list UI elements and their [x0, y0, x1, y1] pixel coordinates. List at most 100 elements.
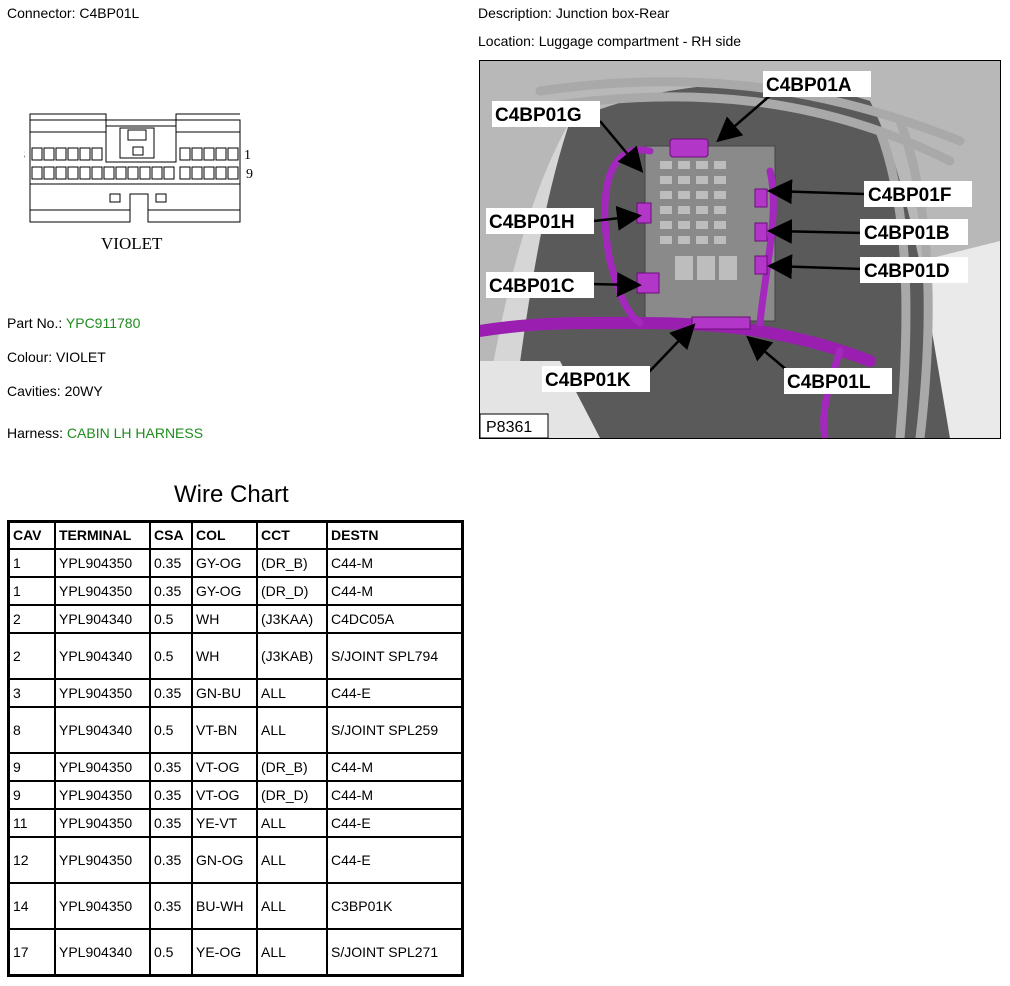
cavities-line: Cavities: 20WY [7, 383, 103, 399]
pin-right-top-number: 1 [244, 148, 251, 163]
cell-cav: 1 [7, 548, 56, 578]
cell-cav: 8 [7, 706, 56, 754]
cell-destn: C4DC05A [326, 604, 464, 634]
cell-cct: ALL [256, 882, 328, 930]
cell-csa: 0.35 [149, 780, 193, 810]
cell-cav: 11 [7, 808, 56, 838]
cell-col: GY-OG [191, 548, 258, 578]
cell-destn: S/JOINT SPL259 [326, 706, 464, 754]
cell-destn: C44-E [326, 836, 464, 884]
cell-col: WH [191, 604, 258, 634]
description-value: Junction box-Rear [555, 5, 670, 21]
cell-col: BU-WH [191, 882, 258, 930]
callout-c4bp01c: C4BP01C [489, 276, 575, 297]
cell-terminal: YPL904350 [54, 780, 151, 810]
cell-terminal: YPL904350 [54, 808, 151, 838]
cell-csa: 0.35 [149, 752, 193, 782]
header-cct: CCT [256, 520, 328, 550]
location-line: Location: Luggage compartment - RH side [478, 33, 741, 49]
cell-cct: (J3KAB) [256, 632, 328, 680]
cell-col: YE-OG [191, 928, 258, 977]
cell-col: GY-OG [191, 576, 258, 606]
header-csa: CSA [149, 520, 193, 550]
cell-destn: C44-M [326, 780, 464, 810]
part-number-label: Part No.: [7, 315, 63, 331]
cell-destn: C44-M [326, 576, 464, 606]
cell-col: YE-VT [191, 808, 258, 838]
location-photo: C4BP01A C4BP01G C4BP01F C4BP01H C4BP01B … [479, 60, 1001, 439]
cell-cav: 12 [7, 836, 56, 884]
cell-cct: (DR_B) [256, 548, 328, 578]
part-number-line: Part No.: YPC911780 [7, 315, 140, 331]
cell-csa: 0.5 [149, 604, 193, 634]
cell-csa: 0.5 [149, 632, 193, 680]
cell-cct: (J3KAA) [256, 604, 328, 634]
cell-destn: C44-E [326, 678, 464, 708]
cell-csa: 0.35 [149, 836, 193, 884]
pin-right-bottom-number: 9 [246, 167, 253, 182]
cell-destn: S/JOINT SPL271 [326, 928, 464, 977]
header-destn: DESTN [326, 520, 464, 550]
connector-colour-caption: VIOLET [101, 234, 163, 253]
part-number-link[interactable]: YPC911780 [65, 315, 141, 331]
cell-csa: 0.5 [149, 928, 193, 977]
callout-c4bp01g: C4BP01G [495, 105, 582, 126]
cell-terminal: YPL904350 [54, 576, 151, 606]
callout-c4bp01h: C4BP01H [489, 212, 575, 233]
cell-terminal: YPL904340 [54, 706, 151, 754]
cell-destn: C44-M [326, 548, 464, 578]
cell-terminal: YPL904340 [54, 928, 151, 977]
callout-c4bp01d: C4BP01D [864, 261, 950, 282]
description-label: Description: [478, 5, 552, 21]
connector-title: Connector: C4BP01L [7, 5, 139, 21]
cell-cct: (DR_B) [256, 752, 328, 782]
wire-chart-title: Wire Chart [174, 481, 289, 508]
pin-left-top-number: 8 [24, 148, 25, 163]
cell-destn: C44-E [326, 808, 464, 838]
harness-line: Harness: CABIN LH HARNESS [7, 425, 203, 441]
cell-col: VT-OG [191, 752, 258, 782]
cell-destn: C44-M [326, 752, 464, 782]
cell-terminal: YPL904350 [54, 836, 151, 884]
wire-chart-header-row: CAV TERMINAL CSA COL CCT DESTN [7, 520, 464, 550]
cell-cav: 14 [7, 882, 56, 930]
cell-cav: 3 [7, 678, 56, 708]
cell-cav: 17 [7, 928, 56, 977]
cell-col: GN-OG [191, 836, 258, 884]
harness-link[interactable]: CABIN LH HARNESS [66, 425, 204, 441]
cavities-value: 20WY [64, 383, 103, 399]
cell-col: GN-BU [191, 678, 258, 708]
cell-cav: 9 [7, 780, 56, 810]
colour-label: Colour: [7, 349, 53, 365]
photo-reference: P8361 [486, 419, 532, 436]
header-terminal: TERMINAL [54, 520, 151, 550]
cell-csa: 0.35 [149, 548, 193, 578]
cell-col: WH [191, 632, 258, 680]
cell-cct: (DR_D) [256, 576, 328, 606]
connector-value: C4BP01L [79, 5, 140, 21]
location-label: Location: [478, 33, 535, 49]
connector-pinout-diagram: 8 1 20 9 [24, 113, 253, 223]
cell-terminal: YPL904340 [54, 604, 151, 634]
callout-c4bp01l: C4BP01L [787, 372, 871, 393]
cavities-label: Cavities: [7, 383, 61, 399]
cell-cav: 9 [7, 752, 56, 782]
callout-c4bp01k: C4BP01K [545, 370, 631, 391]
cell-col: VT-BN [191, 706, 258, 754]
cell-cct: ALL [256, 678, 328, 708]
cell-csa: 0.35 [149, 576, 193, 606]
connector-label: Connector: [7, 5, 76, 21]
